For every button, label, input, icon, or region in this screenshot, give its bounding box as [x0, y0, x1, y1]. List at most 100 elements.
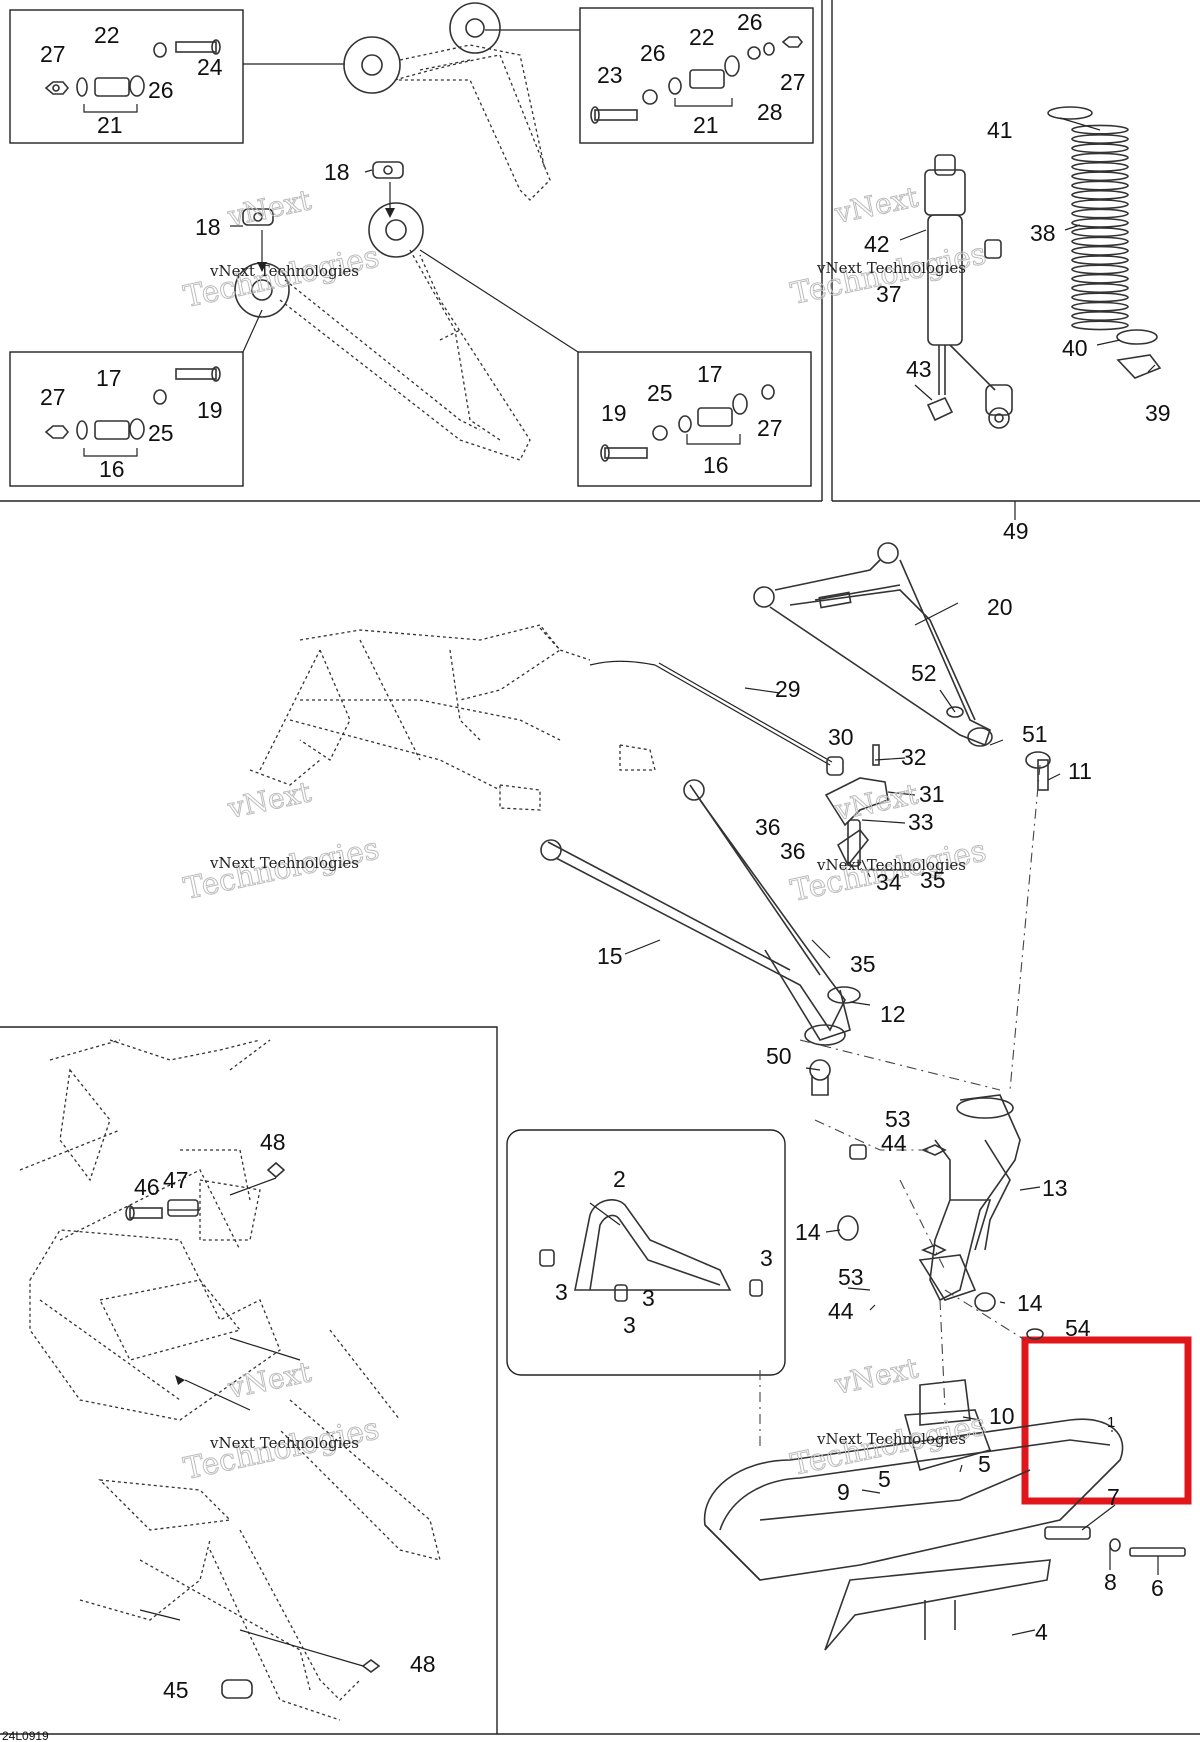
- callout-16: 16: [703, 452, 729, 478]
- callout-18: 18: [324, 159, 350, 185]
- callout-40: 40: [1062, 335, 1088, 361]
- spring-coil: [1071, 227, 1129, 238]
- callout-43: 43: [906, 356, 932, 382]
- callout-6: 6: [1151, 1575, 1164, 1601]
- callout-21: 21: [97, 112, 123, 138]
- spring-coil: [1071, 143, 1129, 154]
- callout-34: 34: [876, 869, 902, 895]
- callout-3: 3: [555, 1279, 568, 1305]
- lower-a-arm-top: [234, 202, 531, 461]
- ski-handle: [539, 1199, 763, 1302]
- callout-30: 30: [828, 724, 854, 750]
- drawing-code: 24L0919: [2, 1729, 49, 1742]
- detail-box-lower-right: [577, 351, 812, 487]
- spring-coil: [1071, 236, 1129, 247]
- watermark-line1: vNext: [831, 180, 922, 230]
- callout-31: 31: [919, 781, 945, 807]
- callout-38: 38: [1030, 220, 1056, 246]
- callout-53: 53: [885, 1106, 911, 1132]
- callout-45: 45: [163, 1677, 189, 1703]
- spring-retainers: [926, 106, 1162, 422]
- callout-35: 35: [920, 867, 946, 893]
- spring-coil: [1071, 301, 1129, 312]
- spring-coil: [1071, 292, 1129, 303]
- frame-section-lower-left: [19, 1039, 441, 1721]
- spring-coil: [1071, 311, 1129, 322]
- callout-33: 33: [908, 809, 934, 835]
- callout-47: 47: [163, 1167, 189, 1193]
- leader-lines: [230, 117, 1159, 1636]
- hardware-set-lower-right: [600, 384, 775, 462]
- highlight-box: [1021, 1336, 1192, 1505]
- callout-25: 25: [148, 420, 174, 446]
- spring-coil: [1071, 255, 1129, 266]
- hardware-set-lower-left: [44, 366, 221, 457]
- callout-labels: 27 22 26 24 21 26 22 26 2 3 27 28 21 18 1…: [40, 9, 1171, 1703]
- top-left-frame: [0, 0, 1200, 502]
- callout-28: 28: [757, 99, 783, 125]
- callout-17: 17: [697, 361, 723, 387]
- callout-14: 14: [795, 1219, 821, 1245]
- coil-spring: [1071, 124, 1129, 331]
- callout-29: 29: [775, 676, 801, 702]
- watermark-line3: vNext Technologies: [816, 259, 966, 277]
- callout-41: 41: [987, 117, 1013, 143]
- callout-11: 11: [1068, 758, 1092, 784]
- callout-50: 50: [766, 1043, 792, 1069]
- watermark-line3: vNext Technologies: [816, 856, 966, 874]
- callout-2: 2: [613, 1166, 626, 1192]
- hardware-set-upper-right: [590, 36, 804, 124]
- callout-35: 35: [850, 951, 876, 977]
- callout-44: 44: [881, 1130, 907, 1156]
- callout-37: 37: [876, 281, 902, 307]
- callout-53: 53: [838, 1264, 864, 1290]
- hardware-set-upper-left: [44, 39, 221, 113]
- callout-27: 27: [757, 415, 783, 441]
- callout-5: 5: [978, 1451, 991, 1477]
- callout-17: 17: [96, 365, 122, 391]
- callout-21: 21: [693, 112, 719, 138]
- callout-14: 14: [1017, 1290, 1043, 1316]
- callout-19: 19: [197, 397, 223, 423]
- callout-27: 27: [40, 41, 66, 67]
- callout-26: 26: [148, 77, 174, 103]
- callout-22: 22: [689, 24, 715, 50]
- upper-a-arm-top: [343, 2, 551, 201]
- callout-36: 36: [755, 814, 781, 840]
- spring-coil: [1071, 264, 1129, 275]
- callout-1: 1: [1107, 1414, 1115, 1431]
- callout-20: 20: [987, 594, 1013, 620]
- callout-24: 24: [197, 54, 223, 80]
- callout-7: 7: [1107, 1484, 1120, 1510]
- spring-coil: [1071, 245, 1129, 256]
- bottom-left-frame: [0, 1026, 498, 1734]
- spring-coil: [1071, 320, 1129, 331]
- frame-section-center: [249, 624, 656, 811]
- spring-coil: [1071, 189, 1129, 200]
- callout-36: 36: [780, 838, 806, 864]
- shock-absorber: [924, 154, 1013, 429]
- callout-4: 4: [1035, 1619, 1048, 1645]
- detail-box-upper-left: [9, 9, 244, 144]
- ski-mount-inset-box: [506, 1129, 786, 1376]
- watermark-line3: vNext Technologies: [209, 1434, 359, 1452]
- callout-52: 52: [911, 660, 937, 686]
- small-hardware-center: [809, 744, 1051, 1340]
- callout-51: 51: [1022, 721, 1048, 747]
- callout-22: 22: [94, 22, 120, 48]
- spring-coil: [1071, 133, 1129, 144]
- callout-39: 39: [1145, 400, 1171, 426]
- callout-48: 48: [410, 1651, 436, 1677]
- tie-rod-line: [654, 664, 831, 766]
- callout-26: 26: [640, 40, 666, 66]
- spring-coil: [1071, 124, 1129, 135]
- callout-44: 44: [828, 1298, 854, 1324]
- callout-5: 5: [878, 1466, 891, 1492]
- callout-26: 26: [737, 9, 763, 35]
- spring-coil: [1071, 152, 1129, 163]
- watermark-line1: vNext: [224, 1355, 315, 1405]
- watermark-line1: vNext: [224, 183, 315, 233]
- watermark-line3: vNext Technologies: [209, 262, 359, 280]
